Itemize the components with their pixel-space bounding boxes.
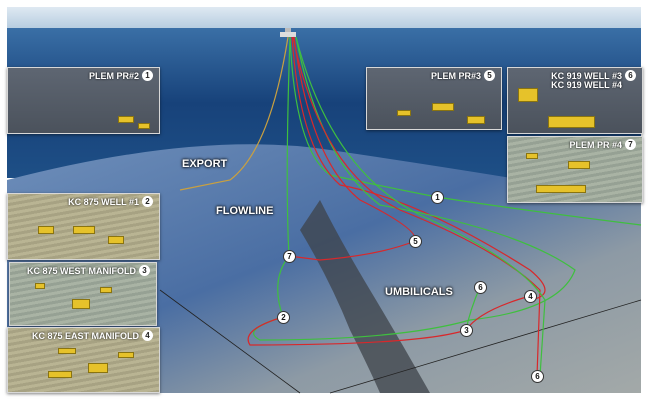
location-marker-3: 3 <box>460 324 473 337</box>
location-marker-5: 5 <box>409 235 422 248</box>
panel-number-badge: 4 <box>142 330 153 341</box>
panel-number-badge: 5 <box>484 70 495 81</box>
location-marker-6: 6 <box>474 281 487 294</box>
panel-number-badge: 6 <box>625 70 636 81</box>
sky <box>7 7 641 28</box>
panel-title: KC 875 WELL #1 <box>68 196 139 207</box>
panel-title: KC 919 WELL #3 <box>551 70 622 81</box>
panel-title: PLEM PR#2 <box>88 70 139 81</box>
location-marker-4: 4 <box>524 290 537 303</box>
panel-number-badge: 7 <box>625 139 636 150</box>
escarpment <box>300 200 430 393</box>
export-line <box>179 36 289 191</box>
export-label: EXPORT <box>182 158 228 170</box>
location-marker-7: 7 <box>283 250 296 263</box>
panel-title: KC 875 EAST MANIFOLD <box>31 330 139 341</box>
flowline-label: FLOWLINE <box>216 205 274 217</box>
panel-title: PLEM PR #4 <box>569 139 622 150</box>
panel-number-badge: 1 <box>142 70 153 81</box>
panel-number-badge: 3 <box>139 265 150 276</box>
panel-title: KC 875 WEST MANIFOLD <box>26 265 136 276</box>
location-marker-2: 2 <box>277 311 290 324</box>
panel-title: PLEM PR#3 <box>430 70 481 81</box>
platform <box>280 28 296 37</box>
panel-number-badge: 2 <box>142 196 153 207</box>
location-marker-1: 1 <box>431 191 444 204</box>
riser-green <box>286 36 291 257</box>
location-marker-6b: 6 <box>531 370 544 383</box>
umbilicals-label: UMBILICALS <box>385 286 453 298</box>
panel-subtitle: KC 919 WELL #4 <box>551 80 622 90</box>
